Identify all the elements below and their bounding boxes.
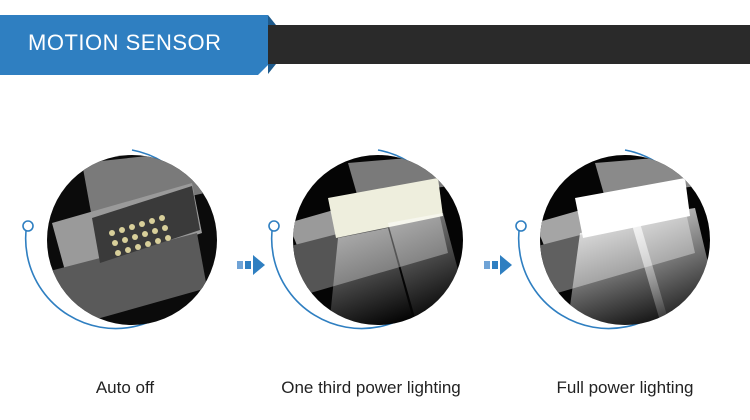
arrow-right-icon <box>237 255 265 280</box>
stage-one-third-power <box>268 138 473 343</box>
banner-fold-top <box>268 15 276 25</box>
arrow-right-icon <box>484 255 512 280</box>
banner-blue-tab <box>0 15 268 75</box>
banner-dark-bar <box>268 25 750 64</box>
lamp-illustration-third <box>268 149 463 330</box>
circle-marker-icon <box>22 220 34 232</box>
circle-marker-icon <box>268 220 280 232</box>
caption-auto-off: Auto off <box>95 378 155 397</box>
caption-one-third-power: One third power lighting <box>281 378 461 397</box>
page-title: MOTION SENSOR <box>28 30 222 55</box>
stage-full-power <box>515 138 720 343</box>
banner-fold-bottom <box>268 64 276 74</box>
header-banner: MOTION SENSOR <box>0 0 750 90</box>
lamp-illustration-full <box>515 149 710 330</box>
caption-full-power: Full power lighting <box>556 378 694 397</box>
circle-marker-icon <box>515 220 527 232</box>
lamp-illustration-off <box>22 149 217 330</box>
stage-auto-off <box>22 138 227 343</box>
